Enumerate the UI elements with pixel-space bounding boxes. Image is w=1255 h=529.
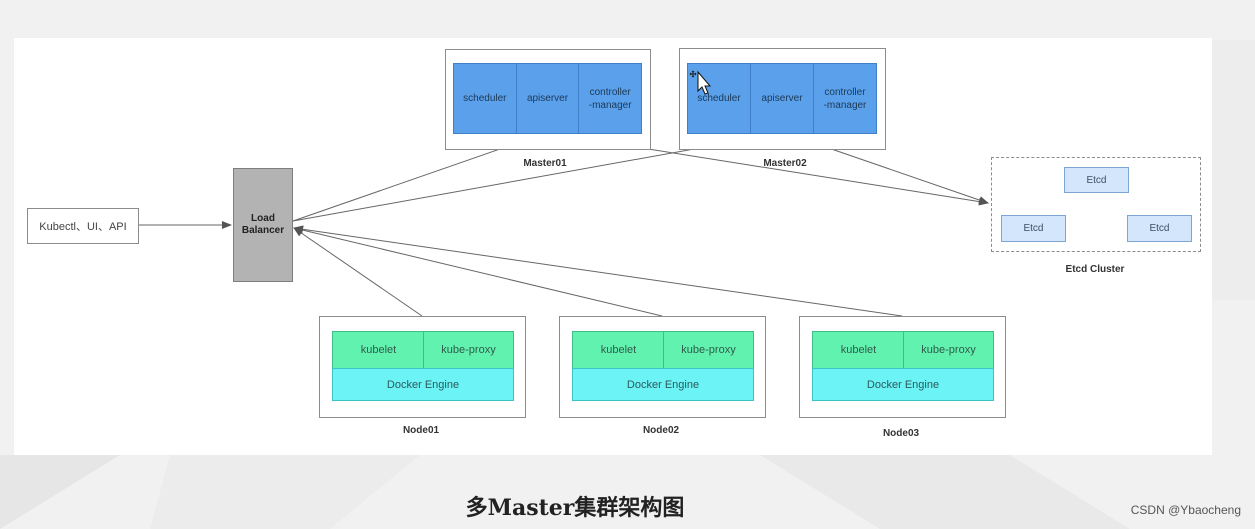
node02-caption: Node02 bbox=[642, 425, 680, 436]
etcd-node-left: Etcd bbox=[1001, 215, 1066, 242]
node01-docker-engine: Docker Engine bbox=[332, 368, 514, 401]
master02-caption: Master02 bbox=[763, 158, 807, 169]
etcd-node-right: Etcd bbox=[1127, 215, 1192, 242]
master01-controller-manager: controller -manager bbox=[578, 64, 641, 133]
node03-kube-proxy: kube-proxy bbox=[903, 331, 994, 369]
page-title: 多Master集群架构图 bbox=[465, 495, 685, 521]
client-box: Kubectl、UI、API bbox=[27, 208, 139, 244]
node03-caption: Node03 bbox=[882, 428, 920, 439]
master01-apiserver: apiserver bbox=[515, 64, 579, 133]
node02-docker-engine: Docker Engine bbox=[572, 368, 754, 401]
etcd-cluster-caption: Etcd Cluster bbox=[1065, 264, 1125, 275]
node01-caption: Node01 bbox=[402, 425, 440, 436]
master01-caption: Master01 bbox=[523, 158, 567, 169]
node01-kube-proxy: kube-proxy bbox=[423, 331, 514, 369]
mouse-pointer-icon bbox=[689, 70, 712, 95]
client-label: Kubectl、UI、API bbox=[39, 221, 127, 233]
master02-controller-manager: controller -manager bbox=[813, 64, 876, 133]
load-balancer-label: Load Balancer bbox=[241, 213, 285, 236]
master02-apiserver: apiserver bbox=[750, 64, 813, 133]
load-balancer-box: Load Balancer bbox=[233, 168, 293, 282]
node03-kubelet: kubelet bbox=[812, 331, 905, 369]
node02-kubelet: kubelet bbox=[572, 331, 665, 369]
master02-scheduler: scheduler bbox=[697, 93, 741, 104]
master02-components: scheduler apiserver controller -manager bbox=[687, 63, 877, 134]
node01-kubelet: kubelet bbox=[332, 331, 425, 369]
etcd-node-top: Etcd bbox=[1064, 167, 1129, 193]
master01-components: scheduler apiserver controller -manager bbox=[453, 63, 642, 134]
watermark: CSDN @Ybaocheng bbox=[1130, 503, 1241, 517]
master01-scheduler: scheduler bbox=[463, 93, 507, 104]
node03-docker-engine: Docker Engine bbox=[812, 368, 994, 401]
node02-kube-proxy: kube-proxy bbox=[663, 331, 754, 369]
